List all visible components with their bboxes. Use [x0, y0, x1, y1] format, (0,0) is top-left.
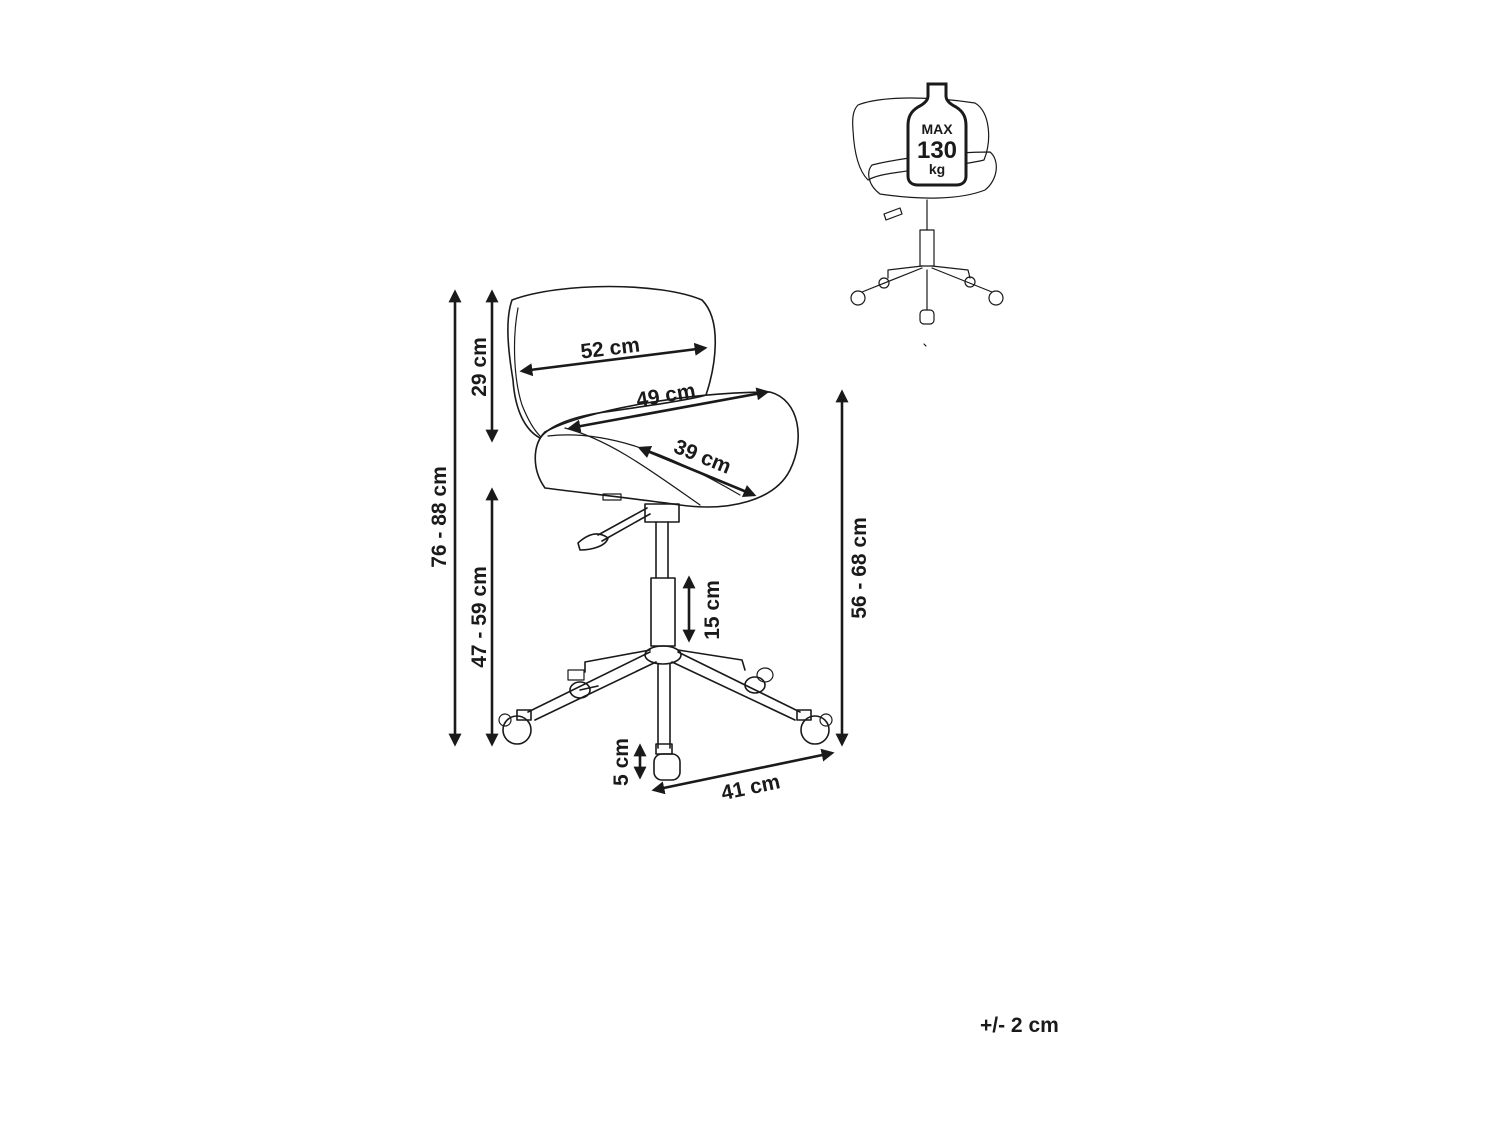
label-backrest-height: 29 cm [468, 337, 491, 397]
caster-right [796, 709, 833, 745]
caster-left [498, 709, 532, 745]
max-load-icon: MAX 130 kg [850, 82, 1004, 347]
label-backrest-width: 52 cm [579, 334, 641, 364]
dimension-arrows [448, 289, 849, 795]
arrow-seat-width [567, 387, 770, 433]
chair-illustration [498, 285, 833, 781]
label-caster-height: 5 cm [610, 738, 633, 786]
caster-back-left [567, 669, 591, 699]
caster-back-right [744, 667, 774, 694]
label-gas-lift: 15 cm [701, 580, 724, 640]
dimension-labels: 76 - 88 cm 29 cm 47 - 59 cm 52 cm 49 cm … [428, 334, 871, 806]
tolerance-note: +/- 2 cm [980, 1014, 1059, 1037]
arrow-backrest-width [519, 342, 708, 377]
max-load-line2: 130 [917, 137, 957, 164]
max-load-line1: MAX [921, 121, 953, 137]
arrow-seat-depth [637, 445, 757, 498]
label-seat-height: 47 - 59 cm [468, 566, 491, 668]
arrow-base-radius [651, 748, 835, 795]
weight-bottle-icon [906, 82, 968, 187]
label-seat-height-right: 56 - 68 cm [848, 517, 871, 619]
caster-front [653, 743, 681, 781]
max-load-line3: kg [929, 161, 945, 177]
label-seat-depth: 39 cm [671, 435, 735, 479]
label-total-height: 76 - 88 cm [428, 466, 451, 568]
